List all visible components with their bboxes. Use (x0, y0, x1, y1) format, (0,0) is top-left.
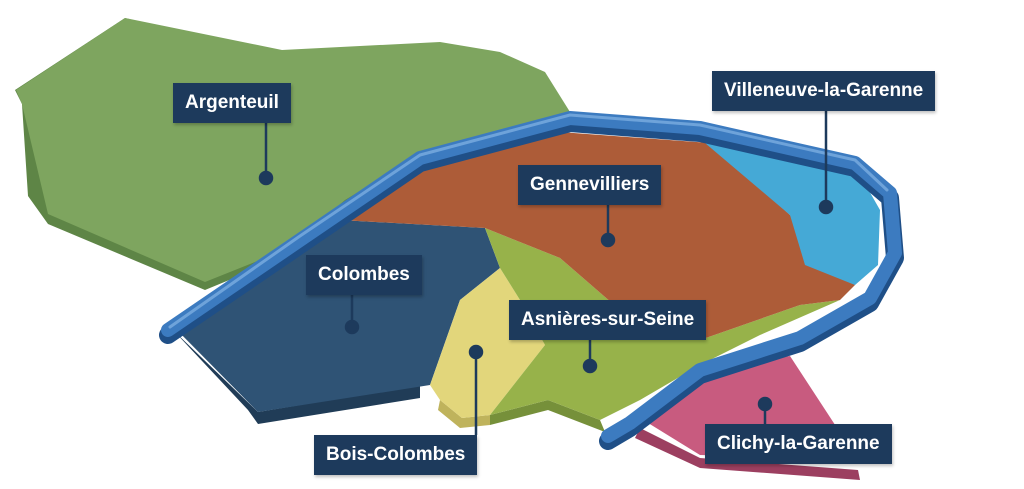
label-asnieres: Asnières-sur-Seine (509, 300, 707, 340)
marker-clichy (757, 396, 773, 412)
region-asnieres[interactable] (485, 228, 840, 432)
leaders (258, 110, 834, 435)
marker-bois (468, 344, 484, 360)
region-gennevilliers[interactable] (340, 132, 855, 340)
label-gennevilliers: Gennevilliers (518, 165, 662, 205)
marker-asnieres (582, 358, 598, 374)
label-argenteuil: Argenteuil (173, 83, 291, 123)
marker-colombes (344, 319, 360, 335)
label-bois-colombes: Bois-Colombes (314, 435, 478, 475)
marker-villeneuve (818, 199, 834, 215)
region-argenteuil[interactable] (15, 18, 570, 290)
region-villeneuve[interactable] (705, 143, 880, 285)
label-clichy: Clichy-la-Garenne (705, 424, 892, 464)
marker-argenteuil (258, 170, 274, 186)
label-villeneuve: Villeneuve-la-Garenne (712, 71, 936, 111)
marker-gennevilliers (600, 232, 616, 248)
river-seine (159, 111, 904, 450)
label-colombes: Colombes (306, 255, 422, 295)
